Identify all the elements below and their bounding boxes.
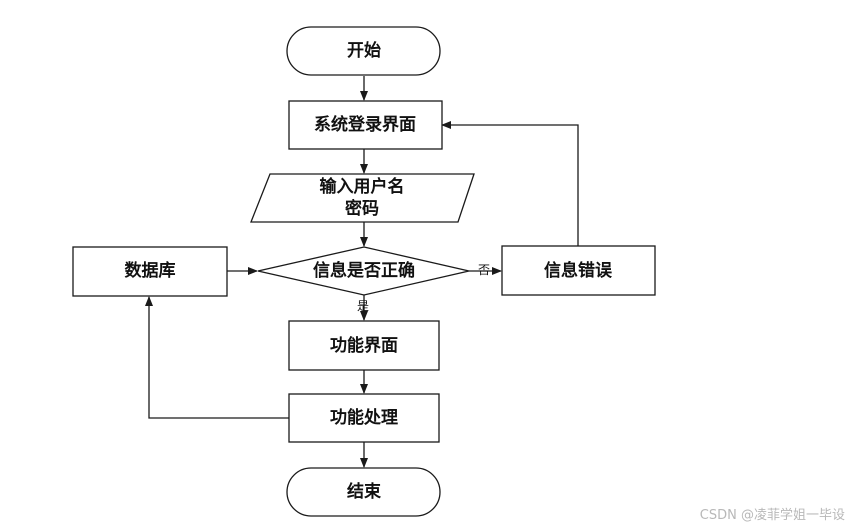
node-function-ui: 功能界面 [288, 320, 440, 371]
node-check-label: 信息是否正确 [313, 260, 415, 281]
node-database-label: 数据库 [125, 260, 176, 281]
node-input: 输入用户名 密码 [250, 173, 475, 223]
edge-label-no: 否 [478, 263, 490, 277]
node-function-ui-label: 功能界面 [330, 335, 398, 356]
node-input-label-line2: 密码 [345, 198, 379, 219]
node-login: 系统登录界面 [288, 100, 443, 150]
node-error-label: 信息错误 [544, 260, 613, 281]
edge-label-yes: 是 [357, 299, 369, 313]
node-function-proc: 功能处理 [288, 393, 440, 443]
node-end: 结束 [286, 467, 441, 517]
node-check: 信息是否正确 [257, 246, 470, 296]
node-database: 数据库 [72, 246, 228, 297]
node-start: 开始 [286, 26, 441, 76]
node-function-proc-label: 功能处理 [330, 407, 398, 428]
watermark-text: CSDN @凌菲学姐一毕设 [699, 508, 845, 523]
edges [145, 76, 579, 468]
node-error: 信息错误 [501, 245, 656, 296]
node-login-label: 系统登录界面 [314, 114, 416, 135]
edge-function-proc-to-database [145, 296, 289, 419]
node-input-label-line1: 输入用户名 [320, 176, 405, 197]
node-start-label: 开始 [347, 40, 381, 61]
node-end-label: 结束 [347, 481, 381, 502]
edge-error-to-login [441, 121, 579, 246]
